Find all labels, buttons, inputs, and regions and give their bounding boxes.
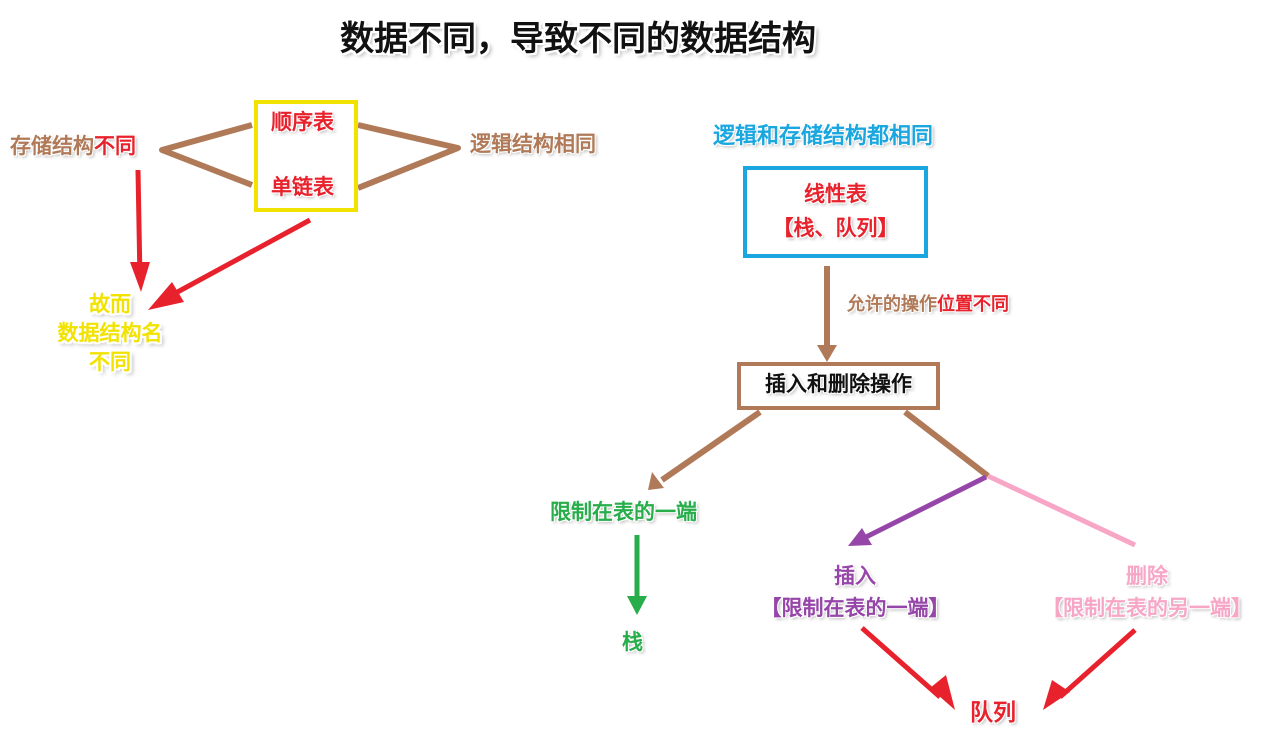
split-to-insert-arrow	[862, 474, 988, 541]
ops-to-split-line	[903, 409, 990, 479]
linear-list-box	[743, 166, 928, 258]
result-line-2: 数据结构名	[57, 321, 163, 345]
both-same-header: 逻辑和存储结构都相同	[713, 124, 934, 149]
table-to-result-arrowhead	[148, 282, 184, 310]
storage-to-result-arrow	[134, 169, 145, 282]
storage-prefix: 存储结构	[10, 134, 94, 158]
insert-line-1: 插入	[834, 564, 876, 588]
delete-line-2: 【限制在表的另一端】	[1042, 596, 1252, 620]
linked-list-label: 单链表	[271, 175, 334, 199]
table-type-box	[254, 100, 358, 212]
result-line-1: 故而	[89, 292, 131, 316]
storage-structure-label: 存储结构不同	[10, 136, 136, 157]
insert-delete-label: 插入和删除操作	[765, 372, 912, 396]
allowed-ops-suffix: 位置不同	[937, 294, 1009, 315]
logic-same-label: 逻辑结构相同	[470, 132, 596, 156]
split-to-insert-arrowhead	[848, 528, 872, 546]
insert-to-queue-arrow	[860, 626, 942, 699]
allowed-ops-prefix: 允许的操作	[847, 294, 937, 315]
storage-to-result-arrowhead	[130, 262, 150, 292]
insert-label: 插入 【限制在表的一端】	[745, 560, 965, 624]
queue-label: 队列	[970, 700, 1016, 726]
stack-label: 栈	[622, 630, 643, 654]
result-label: 故而 数据结构名 不同	[40, 290, 180, 377]
table-to-result-arrow	[170, 217, 312, 298]
split-to-delete-line	[986, 473, 1137, 548]
ops-to-one-end-arrow	[660, 409, 762, 483]
sequential-list-label: 顺序表	[271, 110, 334, 134]
insert-line-2: 【限制在表的一端】	[760, 596, 950, 620]
allowed-ops-label: 允许的操作位置不同	[847, 296, 1009, 314]
logic-connector	[356, 122, 461, 191]
result-line-3: 不同	[89, 350, 131, 374]
storage-connector	[159, 122, 254, 188]
delete-to-queue-arrowhead	[1043, 680, 1070, 710]
linear-list-label: 线性表	[804, 182, 867, 206]
page-title: 数据不同，导致不同的数据结构	[340, 19, 816, 59]
delete-label: 删除 【限制在表的另一端】	[1022, 560, 1272, 624]
storage-suffix: 不同	[94, 134, 136, 158]
stack-queue-label: 【栈、队列】	[772, 216, 899, 240]
delete-line-1: 删除	[1126, 564, 1168, 588]
restrict-one-end-label: 限制在表的一端	[550, 500, 697, 524]
insert-delete-box	[737, 362, 940, 410]
ops-to-one-end-arrowhead	[648, 472, 664, 490]
linear-to-ops-arrowhead	[817, 345, 837, 362]
delete-to-queue-arrow	[1058, 628, 1137, 699]
one-end-to-stack-arrowhead	[627, 596, 647, 615]
insert-to-queue-arrowhead	[930, 675, 955, 710]
